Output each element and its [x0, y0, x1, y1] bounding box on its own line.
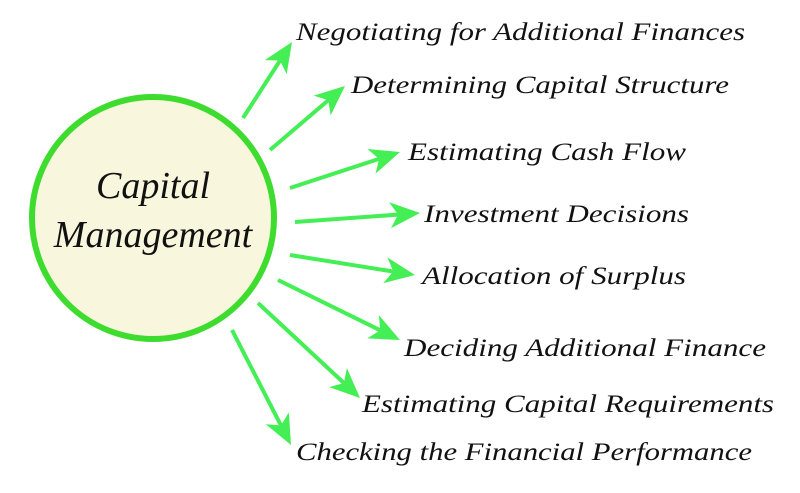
arrow-icon: [256, 301, 360, 398]
arrow-icon: [268, 86, 345, 152]
center-circle: [29, 94, 277, 342]
arrow-icon: [289, 148, 400, 190]
arrow-icon: [241, 42, 292, 120]
item-label: Investment Decisions: [423, 201, 689, 228]
item-label: Determining Capital Structure: [350, 72, 729, 99]
center-title-line1: Capital: [96, 165, 210, 207]
item-label: Estimating Cash Flow: [407, 139, 687, 166]
center-title-line2: Management: [53, 214, 254, 256]
arrow-icon: [289, 253, 415, 284]
item-label: Deciding Additional Finance: [403, 335, 766, 362]
arrow-icon: [230, 329, 291, 445]
item-label: Negotiating for Additional Finances: [295, 19, 745, 46]
arrow-icon: [277, 278, 400, 340]
item-label: Estimating Capital Requirements: [361, 391, 774, 418]
item-label: Checking the Financial Performance: [296, 439, 752, 466]
arrow-icon: [294, 202, 420, 229]
item-label: Allocation of Surplus: [420, 263, 686, 290]
